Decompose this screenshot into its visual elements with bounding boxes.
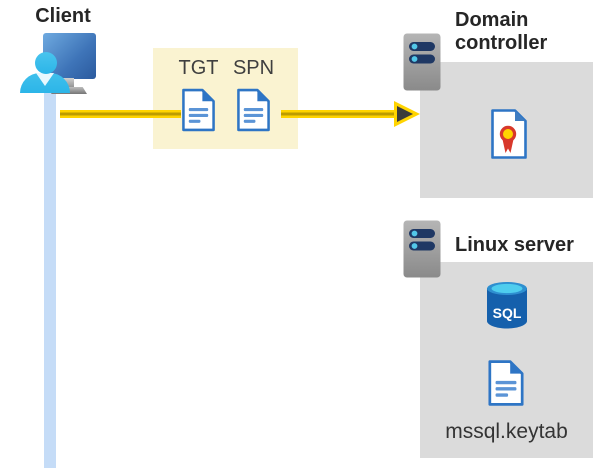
- sql-database-icon: SQL: [487, 282, 527, 329]
- spn-label: SPN: [232, 57, 275, 79]
- person-body-icon: [20, 73, 70, 93]
- linux-server-label: Linux server: [455, 234, 574, 256]
- person-head-icon: [35, 52, 57, 74]
- spn-document-icon: [237, 88, 270, 132]
- auth-arrow-line-right: [281, 110, 395, 118]
- tgt-document-icon: [182, 88, 215, 132]
- linux-server-icon: [403, 220, 441, 278]
- client-label: Client: [35, 5, 91, 27]
- keytab-document-icon: [488, 360, 524, 406]
- person-collar: [36, 73, 54, 86]
- certificate-icon: [491, 109, 527, 159]
- keytab-filename: mssql.keytab: [445, 420, 568, 443]
- domain-controller-server-icon: [403, 33, 441, 91]
- auth-arrow-line-left: [60, 110, 181, 118]
- monitor-stand-neck: [63, 78, 74, 88]
- client-timeline-line: [44, 86, 56, 468]
- auth-arrow-head-core: [397, 106, 413, 122]
- sql-icon-text: SQL: [493, 305, 522, 321]
- tgt-label: TGT: [178, 57, 219, 79]
- ticket-box: [153, 48, 298, 149]
- domain-controller-label: Domain controller: [455, 9, 548, 54]
